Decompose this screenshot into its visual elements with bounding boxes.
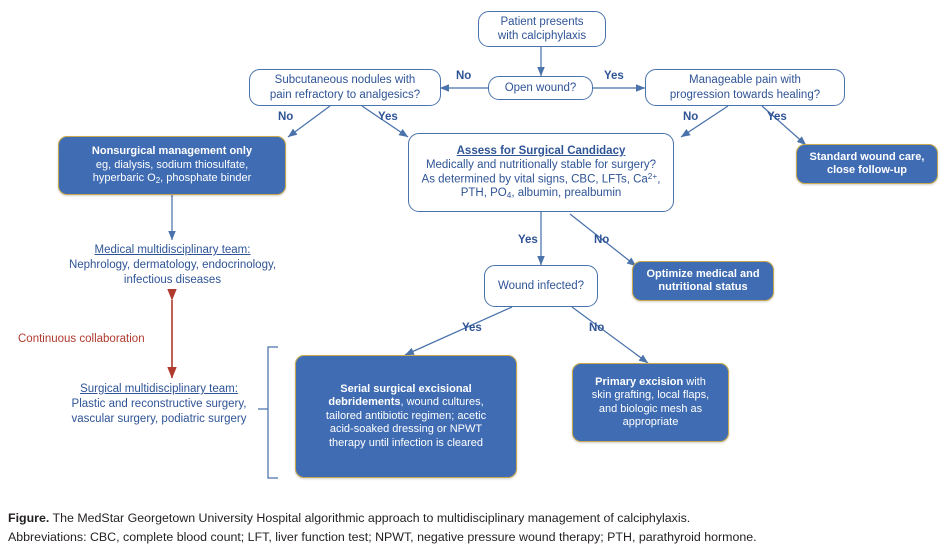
node-patient-presents-line2: with calciphylaxis bbox=[497, 30, 587, 42]
primary-line1-rest: with bbox=[683, 375, 706, 388]
node-nonsurgical-line3a: hyperbaric O bbox=[92, 172, 156, 185]
node-standard-wound-care[interactable]: Standard wound care, close follow-up bbox=[796, 144, 938, 184]
node-nonsurgical-sub: 2 bbox=[155, 176, 161, 186]
edge-label-assess-yes: Yes bbox=[518, 234, 538, 246]
node-assess-surgical-candidacy[interactable]: Assess for Surgical Candidacy Medically … bbox=[408, 133, 674, 212]
node-nodules-line1: Subcutaneous nodules with bbox=[274, 74, 416, 87]
node-assess-line4a: PTH, PO bbox=[460, 187, 507, 200]
edge-label-infected-yes: Yes bbox=[462, 322, 482, 334]
node-assess-line2: Medically and nutritionally stable for s… bbox=[425, 158, 657, 171]
edge-label-nodules-no: No bbox=[278, 111, 294, 123]
node-nodules-line2: pain refractory to analgesics? bbox=[269, 88, 421, 101]
node-optimize-line2: nutritional status bbox=[658, 281, 748, 293]
primary-line3: and biologic mesh as bbox=[598, 402, 703, 415]
node-primary-excision[interactable]: Primary excision with skin grafting, loc… bbox=[572, 363, 729, 442]
node-serial-surgical-debridement[interactable]: Serial surgical excisional debridements,… bbox=[295, 355, 517, 478]
caption-line1: The MedStar Georgetown University Hospit… bbox=[49, 511, 691, 526]
caption-label: Figure. bbox=[8, 511, 50, 526]
node-assess-line4b: , albumin, prealbumin bbox=[511, 187, 622, 200]
serial-line5: therapy until infection is cleared bbox=[328, 436, 484, 449]
medical-team-line2: Nephrology, dermatology, endocrinology, bbox=[68, 258, 277, 271]
node-assess-line3a: As determined by vital signs, CBC, LFTs,… bbox=[421, 173, 648, 186]
serial-line2-bold: debridements bbox=[328, 396, 401, 409]
surgical-team-line2: Plastic and reconstructive surgery, bbox=[71, 397, 247, 410]
surgical-team-header: Surgical multidisciplinary team: bbox=[80, 383, 238, 395]
edge-label-open-wound-yes: Yes bbox=[604, 70, 624, 82]
node-assess-title: Assess for Surgical Candidacy bbox=[456, 144, 626, 157]
node-open-wound-label: Open wound? bbox=[504, 81, 577, 94]
edge-label-infected-no: No bbox=[589, 322, 605, 334]
label-continuous-collaboration: Continuous collaboration bbox=[18, 333, 145, 345]
edge-label-nodules-yes: Yes bbox=[378, 111, 398, 123]
node-optimize-line1: Optimize medical and bbox=[646, 267, 760, 280]
edge-label-pain-yes: Yes bbox=[767, 111, 787, 123]
edge-label-assess-no: No bbox=[594, 234, 610, 246]
medical-team-header: Medical multidisciplinary team: bbox=[94, 244, 251, 256]
node-assess-sup: 2+ bbox=[647, 171, 658, 181]
caption-line2: Abbreviations: CBC, complete blood count… bbox=[8, 530, 757, 545]
node-wound-infected-label: Wound infected? bbox=[497, 279, 585, 292]
node-nonsurgical-line1: Nonsurgical management only bbox=[91, 145, 253, 158]
node-patient-presents[interactable]: Patient presents with calciphylaxis bbox=[478, 11, 606, 47]
node-subcutaneous-nodules[interactable]: Subcutaneous nodules with pain refractor… bbox=[249, 69, 441, 106]
surgical-team-line3: vascular surgery, podiatric surgery bbox=[71, 412, 247, 425]
serial-line3: tailored antibiotic regimen; acetic bbox=[325, 409, 487, 422]
medical-team-line3: infectious diseases bbox=[123, 273, 222, 286]
node-open-wound[interactable]: Open wound? bbox=[488, 76, 593, 100]
node-manageable-pain[interactable]: Manageable pain with progression towards… bbox=[645, 69, 845, 106]
figure-caption: Figure. The MedStar Georgetown Universit… bbox=[8, 509, 938, 547]
node-manageable-pain-line2: progression towards healing? bbox=[669, 88, 821, 101]
node-nonsurgical-line2: eg, dialysis, sodium thiosulfate, bbox=[95, 158, 249, 171]
edge-label-pain-no: No bbox=[683, 111, 699, 123]
primary-line2: skin grafting, local flaps, bbox=[591, 389, 710, 402]
node-manageable-pain-line1: Manageable pain with bbox=[689, 74, 801, 87]
serial-line4: acid-soaked dressing or NPWT bbox=[329, 423, 483, 436]
node-standard-care-line2: close follow-up bbox=[826, 164, 908, 176]
node-nonsurgical-line3b: , phosphate binder bbox=[160, 172, 252, 185]
node-standard-care-line1: Standard wound care, bbox=[809, 150, 925, 163]
primary-line1-bold: Primary excision bbox=[595, 375, 684, 388]
node-nonsurgical-management[interactable]: Nonsurgical management only eg, dialysis… bbox=[58, 136, 286, 195]
edge-label-open-wound-no: No bbox=[456, 70, 472, 82]
node-assess-sub: 4 bbox=[506, 191, 512, 201]
node-optimize-medical-nutritional[interactable]: Optimize medical and nutritional status bbox=[632, 261, 774, 301]
node-assess-line3b: , bbox=[657, 173, 661, 186]
node-wound-infected[interactable]: Wound infected? bbox=[484, 265, 598, 307]
node-patient-presents-line1: Patient presents bbox=[500, 15, 584, 28]
serial-line2-rest: , wound cultures, bbox=[400, 396, 484, 409]
text-surgical-multidisciplinary-team: Surgical multidisciplinary team: Plastic… bbox=[30, 382, 288, 427]
serial-line1: Serial surgical excisional bbox=[340, 382, 472, 395]
primary-line4: appropriate bbox=[622, 415, 679, 428]
text-medical-multidisciplinary-team: Medical multidisciplinary team: Nephrolo… bbox=[36, 243, 309, 288]
